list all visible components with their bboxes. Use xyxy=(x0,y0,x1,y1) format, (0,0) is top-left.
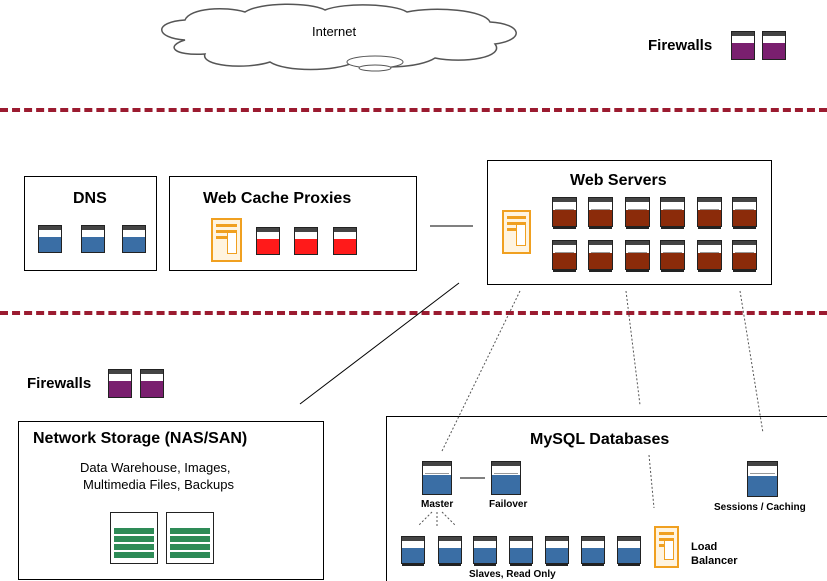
master-slave-link xyxy=(417,511,433,527)
sessions-label: Sessions / Caching xyxy=(714,502,806,513)
web-server-icon xyxy=(660,197,685,229)
dns-server-icon xyxy=(122,225,146,253)
web-cache-box xyxy=(169,176,417,271)
dns-server-icon xyxy=(81,225,105,253)
firewall-icon xyxy=(762,31,786,60)
master-slave-link xyxy=(441,511,457,527)
proxy-load-balancer-icon xyxy=(211,218,242,262)
web-server-icon xyxy=(697,240,722,272)
web-servers-title: Web Servers xyxy=(570,172,667,189)
web-load-balancer-icon xyxy=(502,210,531,254)
slave-db-icon xyxy=(617,536,641,566)
slave-db-icon xyxy=(581,536,605,566)
web-to-sessions-link xyxy=(739,290,764,434)
dns-box xyxy=(24,176,157,271)
slave-db-icon xyxy=(401,536,425,566)
slave-db-icon xyxy=(473,536,497,566)
web-cache-title: Web Cache Proxies xyxy=(203,190,352,207)
web-server-icon xyxy=(625,240,650,272)
firewalls-mid-label: Firewalls xyxy=(27,375,92,392)
internet-label: Internet xyxy=(312,24,357,39)
storage-desc-line2: Multimedia Files, Backups xyxy=(83,477,234,492)
slaves-label: Slaves, Read Only xyxy=(469,569,556,580)
load-label: Load xyxy=(691,541,718,553)
web-server-icon xyxy=(552,240,577,272)
firewall-icon xyxy=(731,31,755,60)
storage-array-icon xyxy=(110,512,158,564)
storage-array-icon xyxy=(166,512,214,564)
failover-db-icon xyxy=(491,461,521,495)
web-server-icon xyxy=(552,197,577,229)
firewall-icon xyxy=(140,369,164,398)
proxy-server-icon xyxy=(294,227,318,255)
db-load-balancer-icon xyxy=(654,526,679,568)
storage-desc-line1: Data Warehouse, Images, xyxy=(80,460,231,475)
lb-link xyxy=(648,454,655,509)
failover-label: Failover xyxy=(489,499,528,510)
master-db-icon xyxy=(422,461,452,495)
firewall-icon xyxy=(108,369,132,398)
web-server-icon xyxy=(732,240,757,272)
slave-db-icon xyxy=(545,536,569,566)
master-label: Master xyxy=(421,499,454,510)
web-server-icon xyxy=(625,197,650,229)
web-server-icon xyxy=(697,197,722,229)
web-to-mysql-link xyxy=(625,290,641,406)
slave-db-icon xyxy=(509,536,533,566)
web-to-master-link xyxy=(441,290,521,452)
web-server-icon xyxy=(660,240,685,272)
firewalls-top-label: Firewalls xyxy=(648,37,713,54)
web-server-icon xyxy=(732,197,757,229)
web-to-storage-link xyxy=(299,282,460,405)
web-server-icon xyxy=(588,197,613,229)
dns-title: DNS xyxy=(73,190,107,207)
slave-db-icon xyxy=(438,536,462,566)
web-server-icon xyxy=(588,240,613,272)
network-storage-title: Network Storage (NAS/SAN) xyxy=(33,430,248,447)
sessions-db-icon xyxy=(747,461,778,497)
mysql-title: MySQL Databases xyxy=(530,431,670,448)
balancer-label: Balancer xyxy=(691,555,738,567)
proxy-server-icon xyxy=(256,227,280,255)
dns-server-icon xyxy=(38,225,62,253)
proxy-server-icon xyxy=(333,227,357,255)
internet-cloud xyxy=(161,3,517,72)
dmz-separator-top xyxy=(0,108,827,112)
dmz-separator-bottom xyxy=(0,311,827,315)
